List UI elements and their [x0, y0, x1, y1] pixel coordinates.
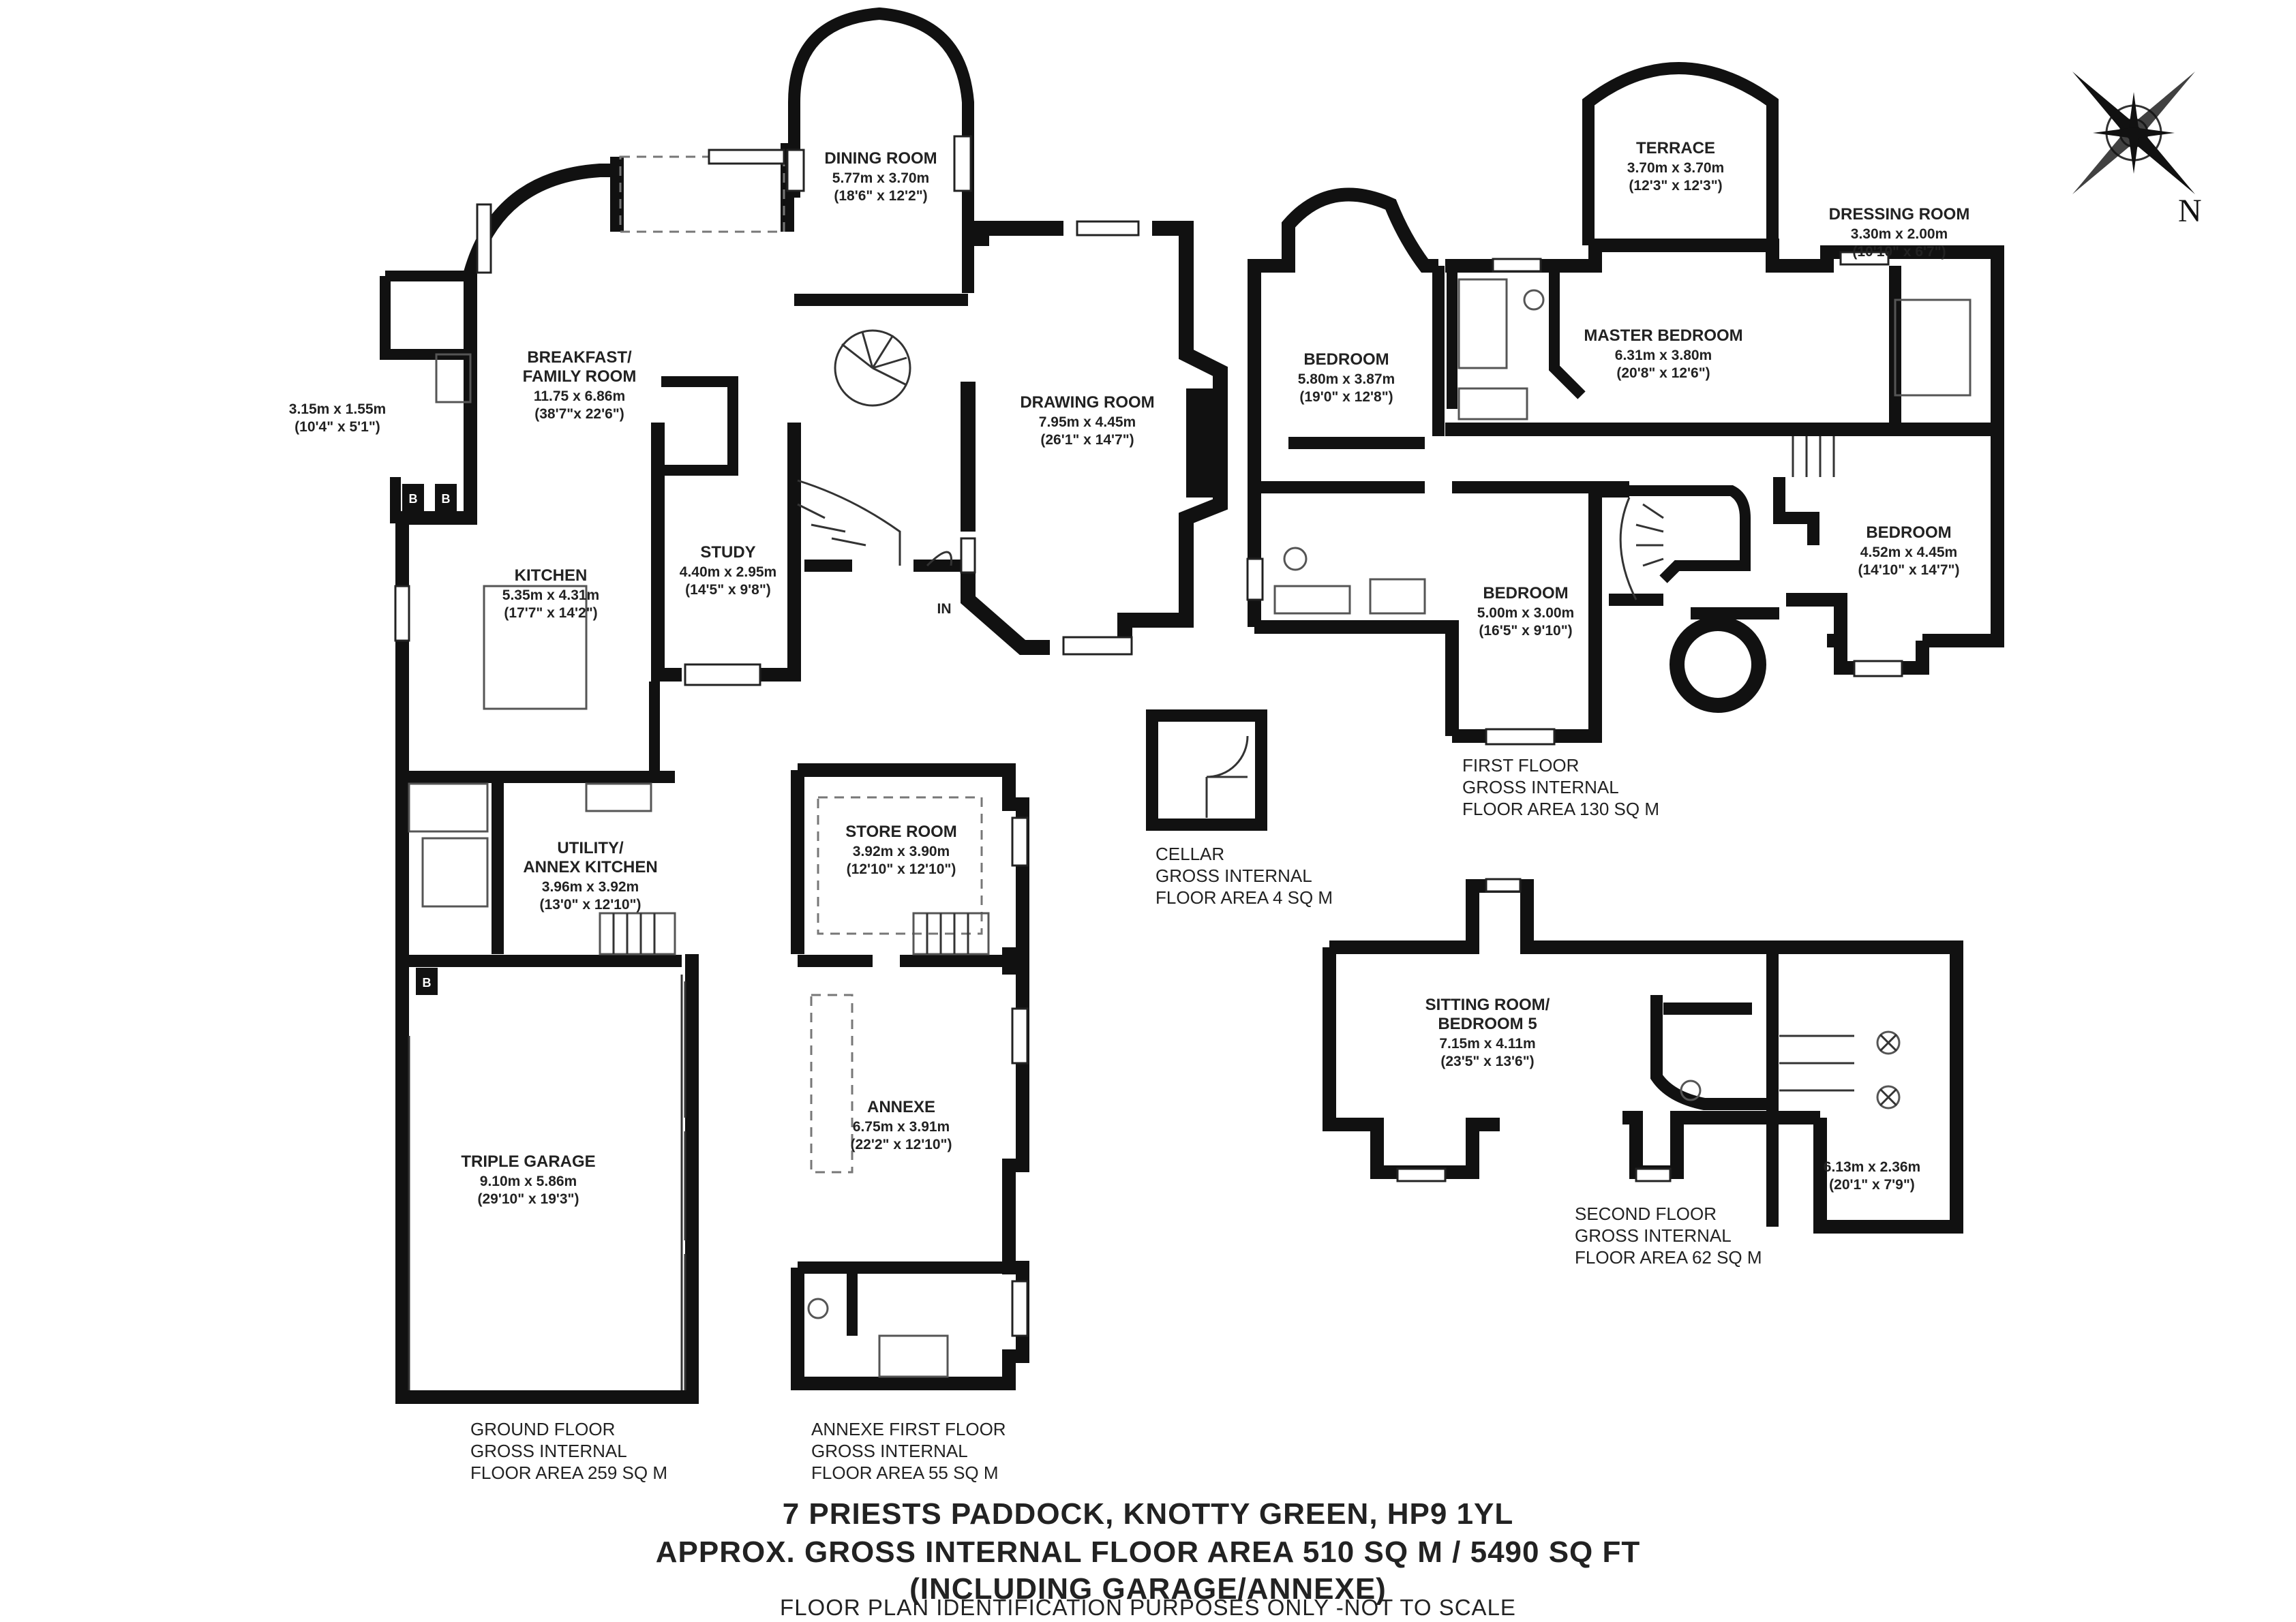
room-name: STUDY: [700, 543, 755, 562]
room-imperial: (10'4" x 5'1"): [294, 419, 380, 435]
room-name: KITCHEN: [515, 566, 588, 585]
including-note: (INCLUDING GARAGE/ANNEXE): [909, 1572, 1387, 1606]
cellar-walls: [1146, 709, 1267, 831]
room-name: BEDROOM: [1483, 584, 1568, 602]
annexe-fixtures: [807, 796, 1029, 1378]
room-metric: 4.52m x 4.45m: [1860, 545, 1957, 560]
room-metric: 7.15m x 4.11m: [1439, 1036, 1535, 1052]
room-imperial: (18'6" x 12'2"): [834, 188, 927, 204]
floor-caption: FLOOR AREA 259 SQ M: [470, 1463, 667, 1483]
property-address: 7 PRIESTS PADDOCK, KNOTTY GREEN, HP9 1YL: [783, 1497, 1514, 1531]
second-floor-fixtures: [1396, 878, 1901, 1182]
floor-caption: FLOOR AREA 130 SQ M: [1462, 799, 1659, 819]
room-name: STORE ROOM: [845, 823, 957, 841]
room-name: DRAWING ROOM: [1020, 393, 1154, 412]
room-name: BEDROOM 5: [1438, 1015, 1537, 1033]
boiler-box: [435, 484, 457, 511]
room-metric: 3.70m x 3.70m: [1627, 160, 1724, 176]
room-metric: 5.80m x 3.87m: [1298, 371, 1395, 387]
north-label: N: [2178, 193, 2202, 229]
room-name: ANNEX KITCHEN: [523, 858, 657, 876]
room-imperial: (14'5" x 9'8"): [685, 582, 771, 598]
floor-caption: SECOND FLOOR: [1575, 1204, 1717, 1224]
room-name: SITTING ROOM/: [1425, 996, 1550, 1014]
room-imperial: (20'1" x 7'9"): [1829, 1177, 1915, 1193]
room-imperial: (13'0" x 12'10"): [540, 897, 641, 913]
room-metric: 3.30m x 2.00m: [1851, 226, 1948, 242]
first-floor-fixtures: [1246, 251, 1972, 746]
room-metric: 5.35m x 4.31m: [502, 587, 599, 603]
room-metric: 6.31m x 3.80m: [1615, 348, 1712, 363]
room-metric: 11.75 x 6.86m: [534, 388, 625, 404]
room-imperial: (22'2" x 12'10"): [851, 1137, 952, 1152]
room-imperial: (20'8" x 12'6"): [1616, 365, 1710, 381]
room-name: BEDROOM: [1866, 523, 1951, 542]
floor-caption: GROUND FLOOR: [470, 1419, 615, 1439]
room-imperial: (14'10" x 14'7"): [1858, 562, 1960, 578]
room-metric: 3.92m x 3.90m: [853, 844, 950, 859]
boiler-label: B: [409, 492, 418, 506]
room-metric: 7.95m x 4.45m: [1039, 414, 1136, 430]
room-imperial: (12'3" x 12'3"): [1629, 178, 1722, 194]
floor-caption: GROSS INTERNAL: [1155, 866, 1312, 886]
floor-caption: GROSS INTERNAL: [470, 1441, 627, 1461]
room-metric: 3.96m x 3.92m: [542, 879, 639, 895]
room-labels: BREAKFAST/ FAMILY ROOM 11.75 x 6.86m (38…: [289, 139, 1970, 1207]
total-floor-area: APPROX. GROSS INTERNAL FLOOR AREA 510 SQ…: [656, 1535, 1641, 1569]
footer: 7 PRIESTS PADDOCK, KNOTTY GREEN, HP9 1YL…: [656, 1497, 1641, 1620]
boiler-box: [402, 484, 424, 511]
room-imperial: (17'7" x 14'2"): [504, 605, 597, 621]
room-name: UTILITY/: [557, 839, 624, 857]
room-name: BREAKFAST/: [527, 348, 632, 367]
room-imperial: (19'0" x 12'8"): [1299, 389, 1393, 405]
floor-area-captions: GROUND FLOOR GROSS INTERNAL FLOOR AREA 2…: [470, 755, 1762, 1483]
boiler-label: B: [442, 492, 451, 506]
disclaimer: FLOOR PLAN IDENTIFICATION PURPOSES ONLY …: [780, 1595, 1516, 1620]
room-metric: 6.13m x 2.36m: [1824, 1159, 1920, 1175]
room-metric: 9.10m x 5.86m: [480, 1174, 577, 1189]
room-metric: 4.40m x 2.95m: [680, 564, 776, 580]
floor-caption: FLOOR AREA 55 SQ M: [811, 1463, 999, 1483]
room-name: TERRACE: [1636, 139, 1715, 157]
room-name: DRESSING ROOM: [1829, 205, 1970, 224]
boiler-box: [416, 968, 438, 995]
room-imperial: (12'10" x 12'10"): [847, 861, 956, 877]
room-imperial: (23'5" x 13'6"): [1440, 1054, 1534, 1069]
room-metric: 6.75m x 3.91m: [853, 1119, 950, 1135]
room-imperial: (26'1" x 14'7"): [1040, 432, 1134, 448]
room-imperial: (29'10" x 19'3"): [478, 1191, 579, 1207]
boiler-markers: B B B: [402, 484, 457, 995]
entrance-label: IN: [937, 601, 952, 617]
room-imperial: (16'5" x 9'10"): [1479, 623, 1572, 639]
floor-caption: FLOOR AREA 4 SQ M: [1155, 887, 1333, 908]
floor-caption: CELLAR: [1155, 844, 1224, 864]
floor-caption: GROSS INTERNAL: [811, 1441, 968, 1461]
ground-floor-fixtures: [394, 135, 1213, 1390]
room-name: FAMILY ROOM: [523, 367, 637, 386]
floor-caption: GROSS INTERNAL: [1575, 1225, 1732, 1246]
boiler-label: B: [423, 976, 432, 990]
floor-caption: GROSS INTERNAL: [1462, 777, 1619, 797]
floor-caption: FLOOR AREA 62 SQ M: [1575, 1247, 1762, 1268]
room-metric: 5.77m x 3.70m: [832, 170, 929, 186]
floor-caption: ANNEXE FIRST FLOOR: [811, 1419, 1006, 1439]
room-imperial: (38'7"x 22'6"): [534, 406, 624, 422]
room-imperial: (10'10" x 6'7"): [1852, 244, 1946, 260]
ground-floor-walls: [380, 7, 1228, 1404]
annexe-first-floor-walls: [791, 763, 1029, 1390]
floor-caption: FIRST FLOOR: [1462, 755, 1579, 776]
room-metric: 5.00m x 3.00m: [1477, 605, 1574, 621]
room-name: DINING ROOM: [824, 149, 937, 168]
compass-rose-icon: [2072, 72, 2195, 194]
room-name: TRIPLE GARAGE: [461, 1152, 595, 1171]
room-name: ANNEXE: [867, 1098, 935, 1116]
room-metric: 3.15m x 1.55m: [289, 401, 386, 417]
room-name: MASTER BEDROOM: [1584, 326, 1742, 345]
room-name: BEDROOM: [1303, 350, 1389, 369]
